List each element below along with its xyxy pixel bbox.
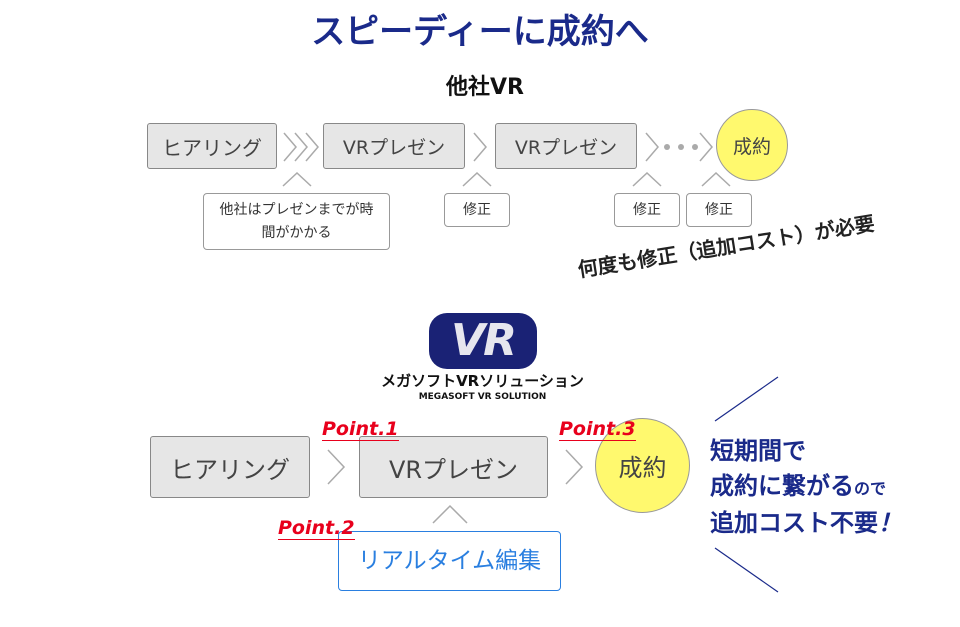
message-text: 追加コスト不要: [710, 509, 878, 537]
logo-name-jp: メガソフトVRソリューション: [381, 372, 584, 390]
note-revision: 修正: [686, 193, 752, 227]
solution-step-vr-presentation: VRプレゼン: [359, 436, 548, 498]
chevrons-top: [282, 132, 731, 187]
realtime-edit: リアルタイム編集: [338, 531, 561, 591]
point-1-label: Point.1: [322, 418, 399, 441]
chevrons-bottom: [327, 449, 584, 524]
message-line-1: 短期間で: [710, 437, 806, 465]
solution-goal-contract: 成約: [595, 418, 690, 513]
message-small: ので: [854, 479, 887, 498]
step-hearing: ヒアリング: [147, 123, 277, 169]
logo-vr-text: VR: [451, 315, 517, 366]
point-2-label: Point.2: [278, 517, 355, 540]
note-revision: 修正: [614, 193, 680, 227]
message-line-2: 成約に繋がるので: [710, 469, 902, 506]
note-revision: 修正: [444, 193, 510, 227]
point-3-label: Point.3: [559, 418, 636, 441]
dots: [664, 144, 698, 150]
logo-name-en: MEGASOFT VR SOLUTION: [418, 392, 547, 402]
competitor-heading: 他社VR: [446, 75, 524, 100]
logo-mark: VR: [429, 313, 537, 369]
step-vr-presentation: VRプレゼン: [495, 123, 637, 169]
benefit-message: 短期間で 成約に繋がるので 追加コスト不要！: [710, 434, 902, 541]
page-title: スピーディーに成約へ: [311, 12, 649, 52]
message-exclamation: ！: [878, 509, 902, 537]
note-slow: 他社はプレゼンまでが時間がかかる: [203, 193, 390, 250]
goal-contract: 成約: [716, 109, 788, 181]
step-vr-presentation: VRプレゼン: [323, 123, 465, 169]
message-line-3: 追加コスト不要！: [710, 506, 902, 541]
emphasis-lines: [714, 376, 779, 593]
message-text: 成約に繋がる: [710, 472, 854, 500]
solution-step-hearing: ヒアリング: [150, 436, 310, 498]
